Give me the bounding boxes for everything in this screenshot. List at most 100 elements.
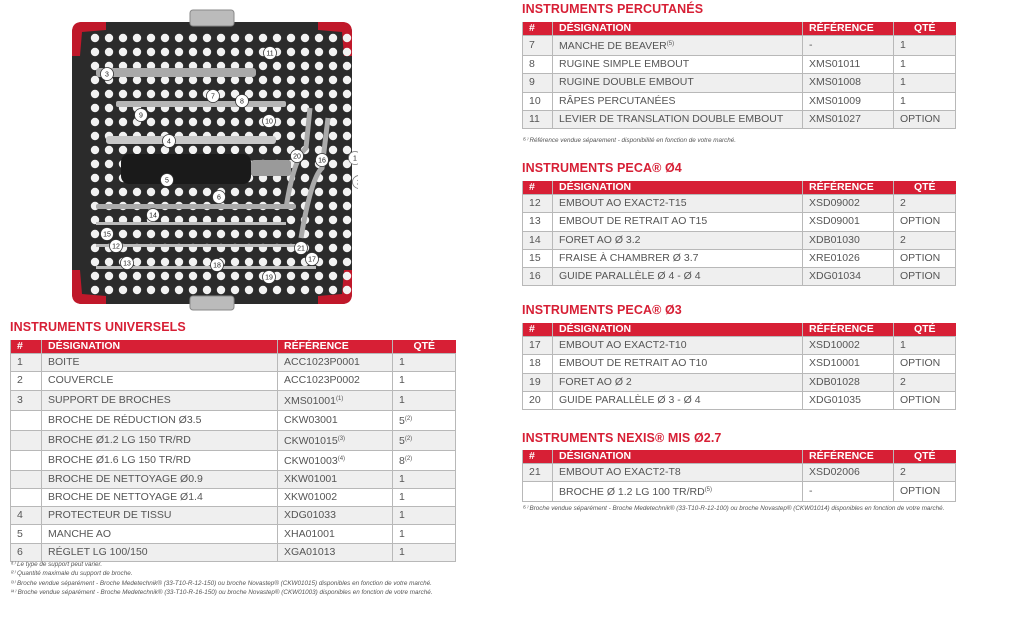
cell-designation: COUVERCLE bbox=[41, 371, 278, 391]
cell-designation-text: LEVIER DE TRANSLATION DOUBLE EMBOUT bbox=[559, 113, 784, 126]
cell-reference: XSD10001 bbox=[802, 354, 894, 374]
footnotes-percutanes: ⁽⁵⁾ Référence vendue séparement - dispon… bbox=[522, 136, 736, 145]
cell-qty-text: 1 bbox=[399, 393, 405, 406]
cell-num-text: 16 bbox=[529, 270, 541, 283]
cell-designation-text: MANCHE AO bbox=[48, 527, 112, 540]
callout-20: 20 bbox=[290, 149, 304, 163]
cell-designation: SUPPORT DE BROCHES bbox=[41, 389, 278, 411]
footnote: ⁽⁵⁾ Broche vendue séparément - Broche Me… bbox=[522, 505, 945, 512]
column-header-qty: QTÉ bbox=[893, 22, 956, 36]
callout-number: 18 bbox=[213, 263, 221, 270]
cell-num: 11 bbox=[522, 109, 553, 130]
column-header-reference: RÉFÉRENCE bbox=[277, 340, 393, 354]
cell-num-text: 17 bbox=[529, 339, 541, 352]
cell-reference-text: XSD02006 bbox=[809, 466, 860, 479]
cell-qty-text: 2 bbox=[900, 375, 906, 388]
cell-reference: XMS01027 bbox=[802, 109, 894, 130]
cell-reference-text: XDG01034 bbox=[809, 270, 861, 283]
cell-num-text: 12 bbox=[529, 197, 541, 210]
cell-qty-text: 5 bbox=[399, 434, 405, 447]
callout-number: 6 bbox=[217, 195, 221, 202]
cell-reference-text: XSD10001 bbox=[809, 357, 860, 370]
cell-designation: MANCHE AO bbox=[41, 524, 278, 544]
footnote-ref: (2) bbox=[404, 415, 413, 422]
cell-reference: XMS01011 bbox=[802, 54, 894, 75]
cell-designation-text: SUPPORT DE BROCHES bbox=[48, 393, 171, 406]
cell-designation: EMBOUT AO EXACT2-T15 bbox=[552, 193, 803, 214]
cell-num-text: 13 bbox=[529, 215, 541, 228]
cell-reference-text: CKW01003 bbox=[284, 454, 338, 467]
cell-designation-text: BROCHE DE NETTOYAGE Ø0.9 bbox=[48, 472, 203, 485]
column-header-designation: DÉSIGNATION bbox=[552, 323, 803, 337]
callout-15: 15 bbox=[100, 227, 114, 241]
cell-designation-text: COUVERCLE bbox=[48, 374, 114, 387]
cell-qty: 1 bbox=[392, 352, 456, 373]
cell-designation: EMBOUT DE RETRAIT AO T10 bbox=[552, 354, 803, 374]
cell-num-text: 19 bbox=[529, 375, 541, 388]
cell-num-text: 6 bbox=[17, 545, 23, 558]
table-row: 11 LEVIER DE TRANSLATION DOUBLE EMBOUT XMS… bbox=[522, 109, 956, 130]
cell-qty-text: OPTION bbox=[900, 485, 941, 498]
cell-designation-text: PROTECTEUR DE TISSU bbox=[48, 509, 172, 522]
cell-reference-text: ACC1023P0002 bbox=[284, 374, 360, 387]
cell-reference-text: XDB01028 bbox=[809, 375, 860, 388]
footnote-ref: (1) bbox=[335, 395, 344, 402]
cell-designation-text: BOITE bbox=[48, 356, 80, 369]
cell-designation: MANCHE DE BEAVER(5) bbox=[552, 35, 803, 56]
cell-reference: XHA01001 bbox=[277, 524, 393, 544]
cell-reference: XSD09001 bbox=[802, 212, 894, 232]
callout-number: 19 bbox=[265, 275, 273, 282]
cell-designation: LEVIER DE TRANSLATION DOUBLE EMBOUT bbox=[552, 109, 803, 130]
cell-qty: OPTION bbox=[893, 212, 956, 232]
column-header-num: # bbox=[522, 450, 553, 464]
callout-6: 6 bbox=[212, 190, 226, 204]
cell-qty: 1 bbox=[392, 371, 456, 391]
cell-num-text: 10 bbox=[529, 94, 541, 107]
cell-qty-text: 1 bbox=[399, 491, 405, 504]
cell-designation: EMBOUT AO EXACT2-T8 bbox=[552, 462, 803, 483]
cell-designation-text: FORET AO Ø 3.2 bbox=[559, 233, 641, 246]
cell-num: 7 bbox=[522, 35, 553, 56]
cell-qty-text: 2 bbox=[900, 197, 906, 210]
cell-reference: CKW01003(4) bbox=[277, 449, 393, 471]
callout-16: 16 bbox=[315, 153, 329, 167]
footnote-ref: (5) bbox=[666, 41, 675, 47]
section-title-percutanes: INSTRUMENTS PERCUTANÉS bbox=[522, 2, 704, 16]
callout-number: 1 bbox=[353, 156, 357, 163]
cell-reference: CKW03001 bbox=[277, 409, 393, 431]
callout-number: 15 bbox=[103, 232, 111, 239]
cell-reference-text: XDG01033 bbox=[284, 509, 336, 522]
callout-number: 14 bbox=[149, 213, 157, 220]
callout-number: 13 bbox=[123, 261, 131, 268]
cell-reference-text: - bbox=[809, 39, 813, 51]
cell-designation: BROCHE DE RÉDUCTION Ø3.5 bbox=[41, 409, 278, 431]
callout-8: 8 bbox=[235, 94, 249, 108]
cell-designation: BROCHE DE NETTOYAGE Ø1.4 bbox=[41, 487, 278, 508]
section-title-nexis: INSTRUMENTS NEXIS® MIS Ø2.7 bbox=[522, 431, 722, 445]
cell-num-text: 2 bbox=[17, 374, 23, 387]
cell-designation-text: FORET AO Ø 2 bbox=[559, 375, 632, 388]
footnote-ref: (2) bbox=[404, 435, 413, 442]
cell-designation-text: MANCHE DE BEAVER bbox=[559, 40, 667, 52]
column-header-designation: DÉSIGNATION bbox=[552, 181, 803, 195]
cell-num: 4 bbox=[10, 506, 42, 526]
cell-designation-text: BROCHE Ø1.6 LG 150 TR/RD bbox=[48, 453, 191, 466]
cell-qty-text: 1 bbox=[399, 356, 405, 369]
callout-4: 4 bbox=[162, 134, 176, 148]
cell-reference-text: XMS01001 bbox=[284, 394, 336, 407]
column-header-reference: RÉFÉRENCE bbox=[802, 323, 894, 337]
callout-number: 2 bbox=[357, 180, 358, 187]
callout-19: 19 bbox=[262, 270, 276, 284]
